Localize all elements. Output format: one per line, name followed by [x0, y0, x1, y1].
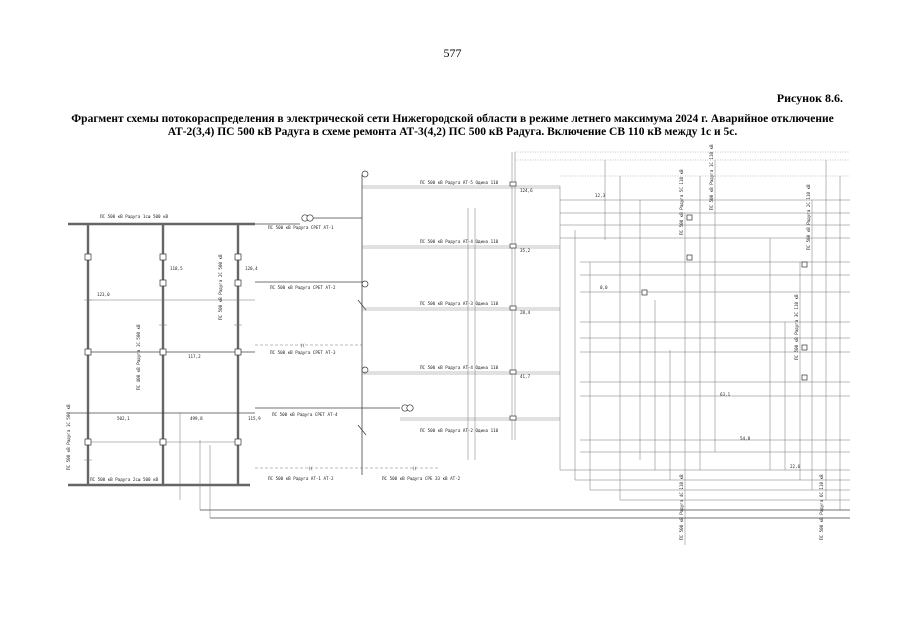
breaker — [234, 279, 242, 287]
breaker — [234, 438, 242, 446]
value-label: 124,6 — [520, 188, 533, 193]
value-label: 12,3 — [595, 193, 606, 198]
label-route: ПС 500 кВ Радуга 4С 110 кВ — [679, 474, 684, 540]
label-feeder: ПС 500 кВ Радуга АТ-4 Одина 110 — [420, 365, 499, 370]
breaker — [159, 348, 167, 356]
label-bus-left: ПС 500 кВ Радуга 1С 500 кВ — [66, 404, 71, 470]
feeders-110kv: ПС 500 кВ Радуга АТ-5 Одина 110 ПС 500 к… — [362, 152, 560, 460]
left-500kv-section: ПС 500 кВ Радуга 1сш 500 кВ ПС 500 кВ Ра… — [66, 214, 261, 487]
value-label: 28,4 — [520, 310, 531, 315]
value-label: 502,1 — [117, 416, 130, 421]
label-feeder: ПС 500 кВ Радуга АТ-3 Одина 110 — [420, 301, 499, 306]
label-at: ПС 500 кВ Радуга СРЕТ АТ-4 — [272, 412, 338, 417]
label-at: ПС 500 кВ Радуга АТ-1 АТ-2 — [268, 476, 334, 481]
breaker — [159, 438, 167, 446]
autotransformer-column: ПС 500 кВ Радуга СРЕТ АТ-1 ПС 500 кВ Рад… — [255, 170, 461, 481]
figure-caption: Фрагмент схемы потокораспределения в эле… — [71, 113, 834, 138]
node-icon — [361, 170, 369, 178]
capacitor-icon: (( — [308, 466, 313, 471]
value-label: 63,1 — [720, 392, 731, 397]
page-number: 577 — [443, 46, 462, 60]
breaker — [159, 279, 167, 287]
breaker — [159, 253, 167, 261]
label-at: ПС 500 кВ Радуга СРЕТ АТ-1 — [268, 225, 334, 230]
right-network: ПС 500 кВ Радуга 5С 110 кВ ПС 500 кВ Рад… — [179, 144, 850, 545]
label-route: ПС 500 кВ Радуга 3С 110 кВ — [794, 294, 799, 360]
value-label: 120,4 — [245, 266, 258, 271]
label-at: ПС 500 кВ Радуга СРЕ 33 кВ АТ-2 — [382, 476, 461, 481]
label-feeder: ПС 500 кВ Радуга АТ-4 Одина 110 — [420, 239, 499, 244]
label-at: ПС 500 кВ Радуга СРЕТ АТ-3 — [270, 350, 336, 355]
label-route: ПС 500 кВ Радуга 6С 110 кВ — [819, 474, 824, 540]
value-label: 22,6 — [790, 464, 801, 469]
label-at: ПС 500 кВ Радуга СРЕТ АТ-2 — [270, 285, 336, 290]
label-bus-mid1: ПС 400 кВ Радуга 1С 500 кВ — [136, 324, 141, 390]
value-label: 115,9 — [248, 416, 261, 421]
transformer-icon — [406, 404, 414, 412]
node-icon — [361, 366, 369, 374]
label-bus-top: ПС 500 кВ Радуга 1сш 500 кВ — [100, 214, 169, 219]
breaker — [84, 438, 92, 446]
label-feeder: ПС 500 кВ Радуга АТ-5 Одина 110 — [420, 180, 499, 185]
value-label: 0,0 — [600, 285, 608, 290]
breaker — [234, 253, 242, 261]
value-label: 123,0 — [97, 292, 110, 297]
node-icon — [361, 280, 369, 288]
transformer-icon — [306, 214, 314, 222]
label-bus-mid2: ПС 500 кВ Радуга 2С 500 кВ — [218, 254, 223, 320]
value-label: 41,7 — [520, 374, 531, 379]
label-route: ПС 500 кВ Радуга 2С 110 кВ — [806, 184, 811, 250]
value-label: 118,5 — [170, 266, 183, 271]
label-bus-bottom: ПС 500 кВ Радуга 2сш 500 кВ — [90, 477, 159, 482]
breaker — [84, 253, 92, 261]
value-label: 54,8 — [740, 436, 751, 441]
capacitor-icon: (( — [300, 343, 305, 348]
label-route: ПС 500 кВ Радуга 5С 110 кВ — [679, 169, 684, 235]
breaker — [84, 348, 92, 356]
capacitor-icon: (( — [412, 466, 417, 471]
value-label: 499,8 — [190, 416, 203, 421]
figure-label: Рисунок 8.6. — [776, 91, 843, 105]
value-label: 35,2 — [520, 248, 531, 253]
label-route: ПС 500 кВ Радуга 1С 110 кВ — [709, 144, 714, 210]
breaker — [234, 348, 242, 356]
value-label: 117,2 — [188, 354, 201, 359]
label-feeder: ПС 500 кВ Радуга АТ-2 Одина 110 — [420, 428, 499, 433]
